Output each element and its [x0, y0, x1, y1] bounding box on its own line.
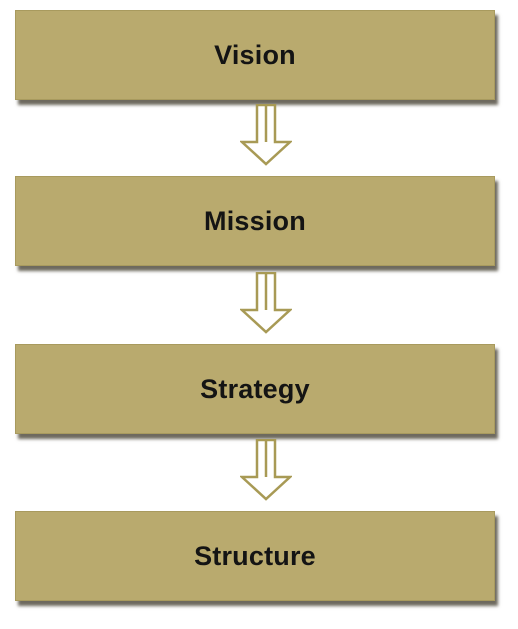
box-label-structure: Structure [194, 540, 316, 571]
down-arrow-icon [240, 439, 292, 501]
box-label-strategy: Strategy [200, 373, 310, 404]
down-arrow-icon [240, 104, 292, 166]
box-label-vision: Vision [214, 39, 296, 70]
box-structure: Structure [15, 511, 495, 601]
down-arrow-icon [240, 272, 292, 334]
box-strategy: Strategy [15, 344, 495, 434]
box-vision: Vision [15, 10, 495, 100]
box-label-mission: Mission [204, 205, 306, 236]
box-mission: Mission [15, 176, 495, 266]
